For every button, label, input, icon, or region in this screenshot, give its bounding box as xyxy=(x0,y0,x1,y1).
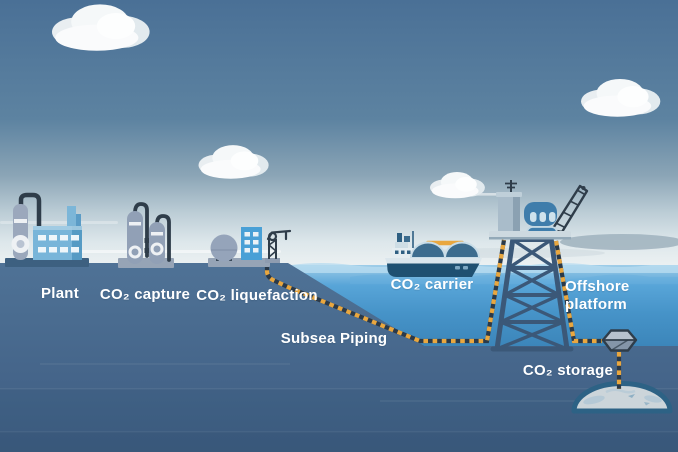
label-co2-capture: CO₂ capture xyxy=(99,286,191,303)
storage-dome-icon xyxy=(571,381,673,414)
label-subsea-piping: Subsea Piping xyxy=(280,330,388,347)
sea-water xyxy=(288,265,678,346)
carrier-ship-icon xyxy=(385,231,482,277)
label-plant: Plant xyxy=(41,285,79,302)
subsea-pipeline-path xyxy=(264,239,602,344)
label-offshore-platform: Offshore platform xyxy=(565,278,630,313)
offshore-platform-icon xyxy=(489,180,589,352)
label-co2-carrier: CO₂ carrier xyxy=(390,276,474,293)
platform-lattice-tower xyxy=(490,235,574,352)
capture-columns-icon xyxy=(118,202,174,268)
land-seabed xyxy=(0,263,678,452)
factory-icon xyxy=(5,192,89,267)
label-co2-liquefaction: CO₂ liquefaction xyxy=(196,287,318,304)
crane-icon xyxy=(265,229,292,263)
liquefaction-plant-icon xyxy=(208,227,292,267)
platform-mast xyxy=(505,180,517,192)
label-co2-storage: CO₂ storage xyxy=(522,362,614,379)
wellhead-icon xyxy=(601,329,638,352)
depth-bands xyxy=(0,363,678,452)
